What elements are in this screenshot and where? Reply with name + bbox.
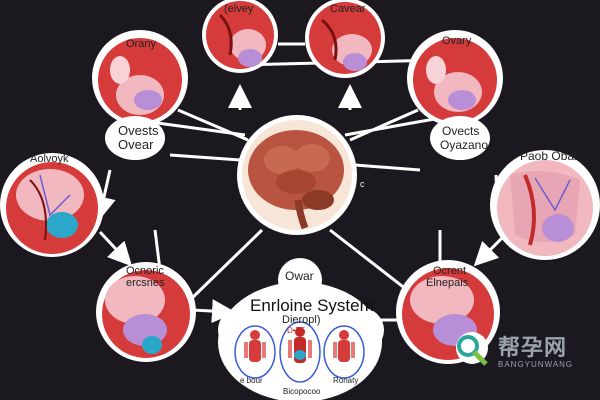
watermark-cn: 帮孕网 xyxy=(498,335,568,360)
label-top-left: (elvey xyxy=(224,3,254,15)
label-bottom-center-sub: Dieropl) xyxy=(282,314,321,326)
label-left-bubble-2: Ovear xyxy=(118,137,154,152)
label-bottom-right-1: Ocrent xyxy=(433,265,467,277)
brain-center xyxy=(237,115,357,235)
watermark-en: BANGYUNWANG xyxy=(498,360,574,369)
endocrine-system-title: Enrloine System xyxy=(250,296,374,315)
organ-upper-left xyxy=(92,30,188,126)
label-bottom-left-1: Ocnoric xyxy=(126,265,164,277)
bubble-left xyxy=(105,116,165,160)
label-right-bubble-1: Ovects xyxy=(442,124,480,138)
label-bottom-center-top: Owar xyxy=(285,269,314,283)
organ-upper-right xyxy=(407,30,503,126)
label-center-small: c xyxy=(360,179,365,189)
bubble-right xyxy=(430,116,490,160)
label-top-right: Cavear xyxy=(330,3,366,15)
organ-top-right xyxy=(305,0,385,78)
label-upper-right: Ovary xyxy=(442,35,472,47)
watermark: 帮孕网 BANGYUNWANG xyxy=(452,330,592,376)
label-far-right: Paob Obal xyxy=(520,149,577,163)
label-bottom-center-tag: D•P5 xyxy=(287,326,306,335)
label-upper-left: Orany xyxy=(126,38,156,50)
body-figure-right xyxy=(323,325,365,379)
organ-top-left xyxy=(202,0,278,73)
label-bottom-right-2: Elnepais xyxy=(426,277,469,289)
organ-far-right xyxy=(490,150,600,260)
label-figure-right: Ronaty xyxy=(333,376,359,385)
organ-bottom-left xyxy=(96,262,196,362)
label-right-bubble-2: Oyazano xyxy=(440,138,489,152)
label-bottom-left-2: ercsnes xyxy=(126,277,165,289)
body-figure-left xyxy=(234,325,276,379)
label-figure-left: e bour xyxy=(240,376,263,385)
body-figure-middle xyxy=(279,321,321,383)
organ-far-left xyxy=(0,153,104,257)
label-figure-middle: Bicopocoo xyxy=(283,387,321,396)
label-left-bubble-1: Ovests xyxy=(118,123,159,138)
label-far-left: Aolvoyk xyxy=(30,153,69,165)
watermark-logo-icon xyxy=(456,332,488,366)
